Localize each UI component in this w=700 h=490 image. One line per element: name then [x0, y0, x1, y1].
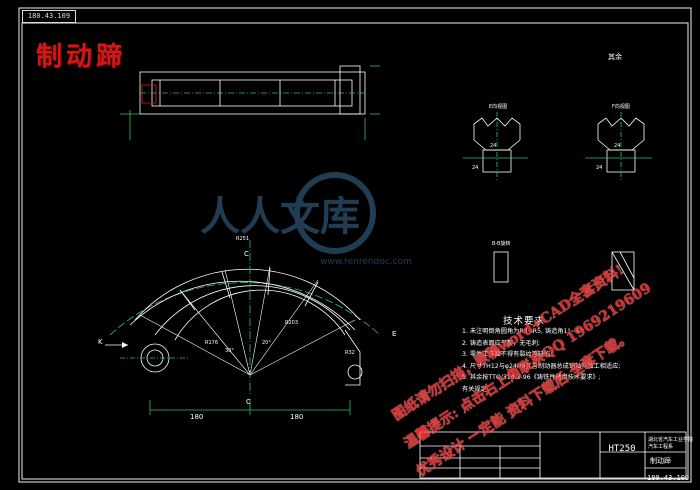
tech-req-header: 技术要求: [503, 316, 546, 327]
drawing-title: 制动蹄: [36, 42, 127, 72]
material-label: HT250: [608, 444, 636, 454]
dim-e-width: 24: [490, 143, 497, 149]
tech-req-list: 1. 未注明倒角圆角为R3~R5, 铸造角1°~6°; 2. 铸造表面应平整，无…: [462, 326, 677, 395]
technical-requirements: 技术要求 1. 未注明倒角圆角为R3~R5, 铸造角1°~6°; 2. 铸造表面…: [462, 316, 677, 395]
main-arc-view: [105, 240, 381, 415]
corner-drawing-code: 180.43.109: [22, 10, 76, 23]
inner-border: [21, 22, 689, 480]
outer-border: [18, 7, 692, 483]
view-f-detail: [585, 112, 652, 180]
company-line1: 湖北省汽车工业学院: [648, 437, 694, 443]
view-e-detail: [463, 112, 528, 180]
dim-right-180: 180: [290, 413, 304, 421]
view-f-label: F向视图: [612, 104, 630, 110]
renrendoc-logo: 人人文库 www.renrendoc.com: [200, 172, 412, 267]
tech-req-item: 有关规定。: [462, 385, 493, 393]
tech-req-item: 5. 其余按TTQ/314.3-96《铸铁件通用技术要求》;: [462, 374, 601, 381]
company-line2: 汽车工程系: [648, 444, 674, 450]
arrow-c-bottom: C: [246, 398, 251, 406]
dim-angle-30: 30°: [225, 348, 234, 354]
dim-r32: R32: [345, 350, 355, 356]
logo-text: 人人文库: [200, 194, 360, 240]
top-view: [120, 65, 380, 140]
view-e-label: E向视图: [489, 104, 508, 110]
dim-radius-top: R251: [236, 236, 250, 242]
tech-req-item: 3. 零件工作面不得有裂纹等缺陷;: [462, 351, 553, 358]
dim-e-height: 24: [472, 165, 479, 171]
tech-req-item: 4. 尺寸7H12与φ24H8孔与制动器总成销轴孔加工相适应;: [462, 362, 621, 370]
dim-f-width: 24: [614, 143, 621, 149]
roughness-note: 其余: [608, 53, 622, 61]
arrow-c-top: C: [244, 250, 249, 258]
dim-r176: R176: [205, 340, 219, 346]
section-bb: [493, 251, 635, 291]
drawing-number: 180.43.109: [647, 474, 690, 482]
dim-f-height: 24: [596, 165, 603, 171]
dim-angle-20: 20°: [262, 340, 271, 346]
title-block: [419, 431, 687, 479]
tech-req-item: 1. 未注明倒角圆角为R3~R5, 铸造角1°~6°;: [462, 328, 585, 335]
arrow-k: K: [98, 338, 103, 346]
dim-left-180: 180: [190, 413, 204, 421]
part-name: 制动蹄: [650, 457, 671, 465]
dim-r203: R203: [285, 320, 299, 326]
section-bb-label: B-B旋转: [492, 241, 511, 247]
tech-req-item: 2. 铸造表面应平整，无毛刺;: [462, 339, 541, 347]
logo-subtext: www.renrendoc.com: [320, 257, 412, 267]
arrow-e: E: [392, 330, 397, 338]
